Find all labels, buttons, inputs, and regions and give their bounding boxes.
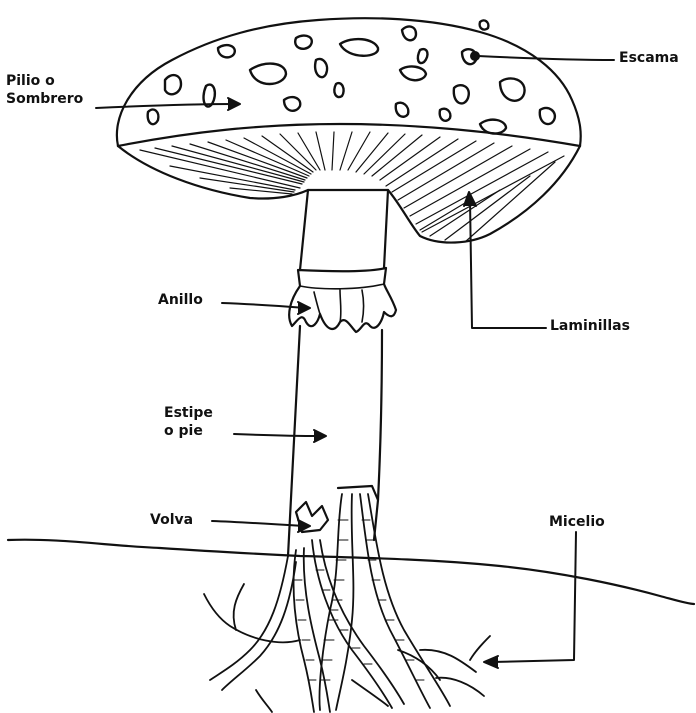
leader-micelio xyxy=(492,532,576,662)
label-pilio-sombrero: Pilio o Sombrero xyxy=(6,72,83,108)
arrowhead-estipe xyxy=(314,430,326,442)
label-volva: Volva xyxy=(150,511,193,529)
leader-estipe xyxy=(234,434,320,436)
label-pilio-line2: Sombrero xyxy=(6,90,83,108)
cap-underside xyxy=(118,146,580,243)
arrowhead-anillo xyxy=(298,302,310,314)
stipe-upper-right xyxy=(384,190,388,268)
label-escama: Escama xyxy=(619,49,679,67)
ring xyxy=(289,268,396,332)
label-estipe-line2: o pie xyxy=(164,422,213,440)
leader-anillo xyxy=(222,303,306,308)
ground-line xyxy=(8,540,694,604)
leader-laminillas xyxy=(470,200,546,328)
label-estipe-line1: Estipe xyxy=(164,404,213,422)
label-pilio-line1: Pilio o xyxy=(6,72,83,90)
arrowhead-escama xyxy=(471,52,479,60)
leader-pilio xyxy=(96,104,236,108)
label-micelio: Micelio xyxy=(549,513,605,531)
cap-dome xyxy=(117,18,581,146)
ring-folds xyxy=(300,284,384,322)
label-laminillas: Laminillas xyxy=(550,317,630,335)
leader-escama xyxy=(478,56,614,60)
arrowhead-micelio xyxy=(484,656,498,668)
arrowhead-pilio xyxy=(228,98,240,110)
label-anillo: Anillo xyxy=(158,291,203,309)
mycelium-strands xyxy=(204,494,490,712)
stipe-lower-right xyxy=(378,330,382,500)
arrowhead-laminillas xyxy=(464,192,476,206)
hyphae-segments xyxy=(294,520,424,680)
label-estipe: Estipe o pie xyxy=(164,404,213,440)
leader-lines xyxy=(96,52,614,668)
arrowhead-volva xyxy=(298,520,310,532)
stipe-upper xyxy=(300,190,308,270)
